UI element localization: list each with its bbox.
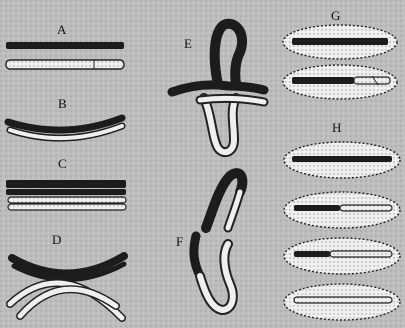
chromosome-h-2-dark <box>294 205 340 211</box>
label-h: H <box>332 120 341 135</box>
chromatid-dark-2-c <box>6 189 126 195</box>
chromosome-h-3-light <box>330 251 392 257</box>
chromosome-h-4-light <box>294 297 392 303</box>
chromosome-g-2-light <box>354 77 390 84</box>
label-f: F <box>176 234 183 249</box>
chromosome-g-2-dark <box>292 77 354 84</box>
label-c: C <box>58 156 67 171</box>
chromosome-dark-a <box>6 42 124 49</box>
chromatid-light-1-c <box>8 197 126 203</box>
label-d: D <box>52 232 61 247</box>
label-b: B <box>58 96 67 111</box>
chromosome-light-a <box>6 60 124 69</box>
label-g: G <box>331 8 340 23</box>
label-e: E <box>184 36 192 51</box>
chromosome-h-3-dark <box>294 251 330 257</box>
chromatid-light-2-c <box>8 204 126 210</box>
chromatid-dark-1-c <box>6 180 126 188</box>
label-a: A <box>57 22 67 37</box>
chromosome-g-1 <box>292 38 388 45</box>
chromosome-h-2-light <box>340 205 392 211</box>
panel-h: H <box>284 120 400 320</box>
chromosome-h-1 <box>292 156 392 162</box>
